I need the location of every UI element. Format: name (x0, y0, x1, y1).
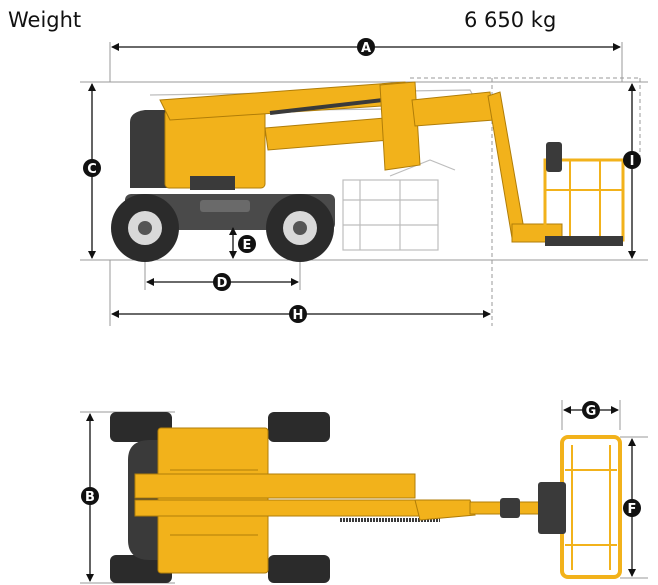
dim-label-f: F (628, 502, 637, 517)
dim-label-b: B (85, 490, 95, 505)
top-boom (134, 473, 541, 522)
dim-label-g: G (586, 404, 597, 419)
dim-label-h: H (293, 308, 304, 323)
front-wheel (111, 194, 179, 262)
dim-label-a: A (361, 41, 371, 56)
dim-badge-h: H (289, 305, 307, 323)
dim-badge-c: C (83, 159, 101, 177)
weight-value: 6 650 kg (464, 8, 557, 32)
dim-label-d: D (217, 276, 228, 291)
dim-label-e: E (243, 238, 252, 253)
counterweight (130, 110, 168, 188)
dim-label-c: C (87, 162, 97, 177)
weight-row: Weight 6 650 kg (0, 0, 658, 44)
dim-badge-g: G (582, 401, 600, 419)
tire-rear-right (268, 555, 330, 583)
dim-label-i: I (630, 154, 635, 169)
tire-rear-left (268, 412, 330, 442)
tire-front-right (110, 555, 172, 583)
top-basket (538, 435, 622, 579)
dim-badge-e: E (238, 235, 256, 253)
dim-badge-i: I (623, 151, 641, 169)
main-boom (159, 81, 495, 171)
side-platform (543, 142, 625, 246)
dim-badge-f: F (623, 499, 641, 517)
dim-badge-d: D (213, 273, 231, 291)
slew-ring (190, 176, 235, 190)
weight-label: Weight (8, 8, 82, 32)
tire-front-left (110, 412, 172, 442)
rear-wheel (266, 194, 334, 262)
top-view (80, 400, 648, 584)
side-view (80, 42, 648, 326)
side-guides (80, 42, 648, 326)
chassis-detail (200, 200, 250, 212)
dim-badge-b: B (81, 487, 99, 505)
dim-badge-a: A (357, 38, 375, 56)
